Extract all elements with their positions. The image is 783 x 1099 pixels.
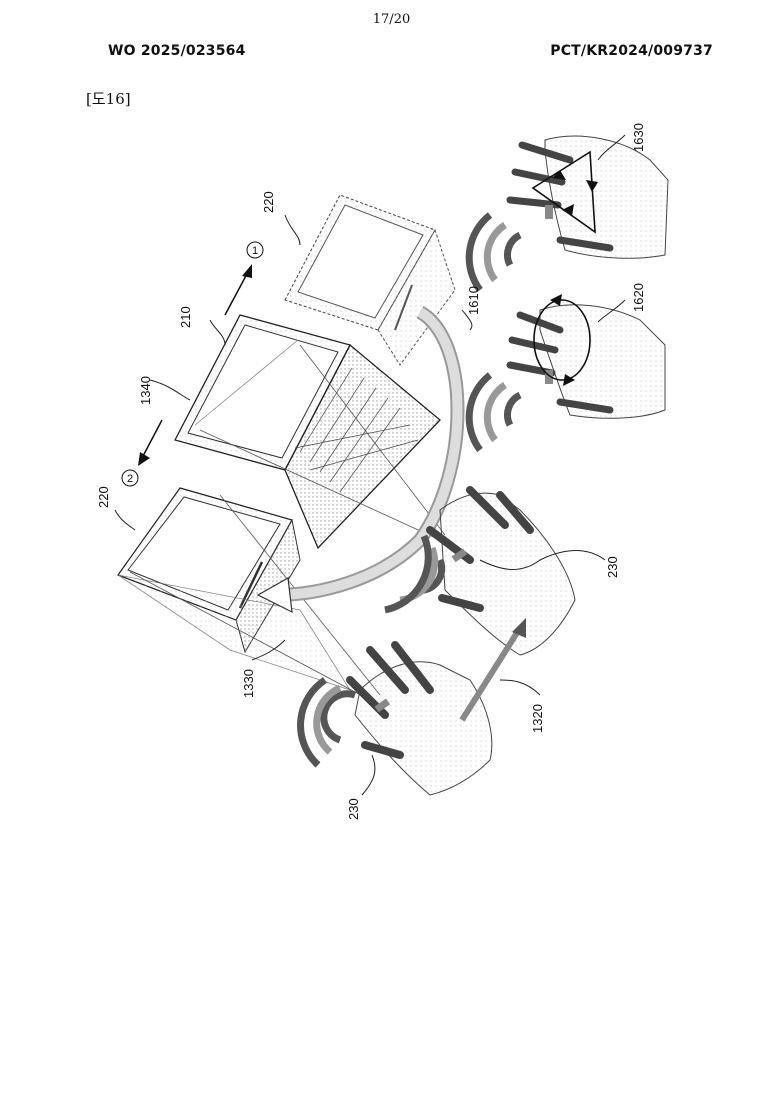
ref-220-top: 220 [261,191,276,213]
ref-210: 210 [178,306,193,328]
ref-1330: 1330 [241,669,256,698]
ref-1620: 1620 [631,283,646,312]
hand-1630 [510,136,668,258]
ref-1630: 1630 [631,123,646,152]
direction-marker-2: 2 [127,473,133,485]
ref-230-right: 230 [605,556,620,578]
hand-right-230 [430,490,575,655]
ref-1610: 1610 [466,286,481,315]
ref-230-bottom: 230 [346,798,361,820]
direction-marker-1: 1 [252,245,258,257]
ref-220-left: 220 [96,486,111,508]
hand-bottom-230 [350,645,492,795]
ref-1340: 1340 [138,376,153,405]
ref-1320: 1320 [530,704,545,733]
